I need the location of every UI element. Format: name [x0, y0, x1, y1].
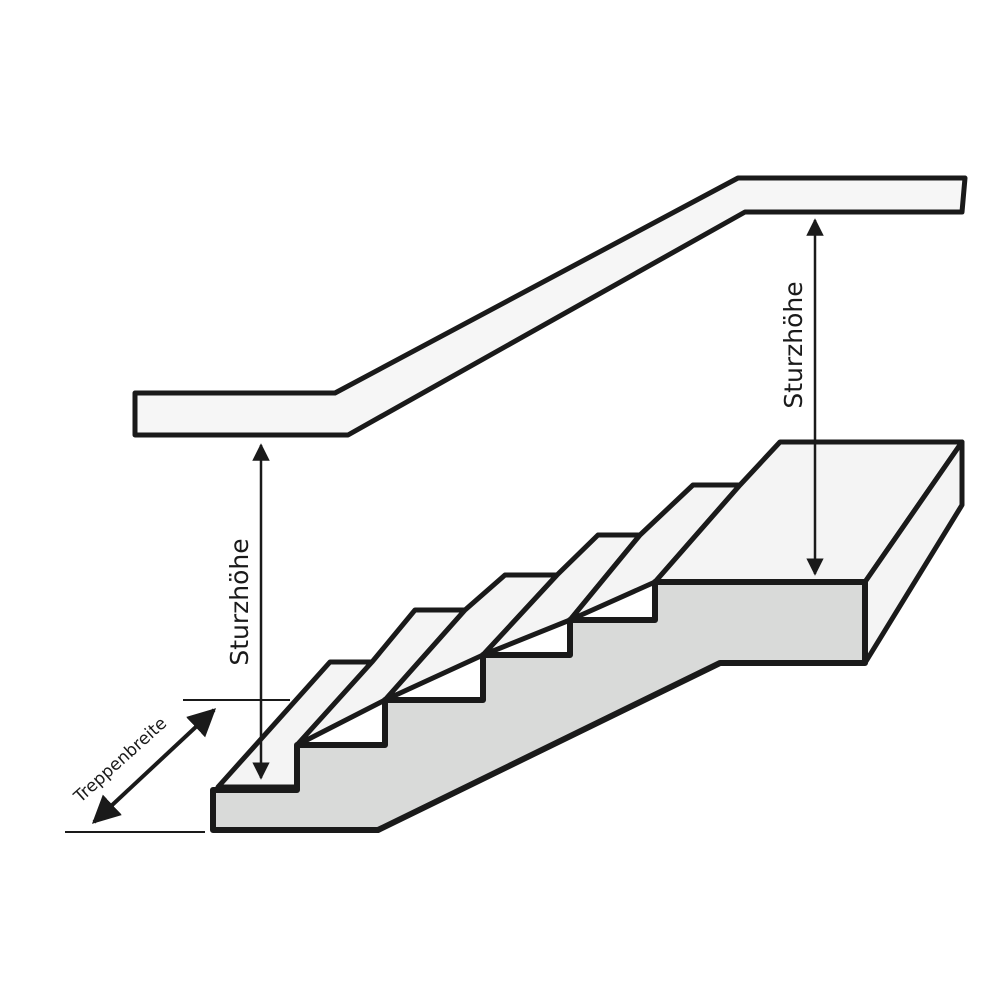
- stair-width-arrow: [91, 708, 217, 824]
- headroom-label-right: Sturzhöhe: [779, 281, 808, 408]
- headroom-label-left: Sturzhöhe: [225, 538, 254, 665]
- tread-5: [567, 482, 743, 623]
- tread-2: [294, 607, 468, 748]
- stair-width-label: Treppenbreite: [70, 714, 171, 808]
- stair-side-face: [210, 579, 868, 833]
- tread-3: [382, 572, 560, 703]
- ceiling-slab: [132, 175, 968, 438]
- tread-4: [480, 532, 643, 658]
